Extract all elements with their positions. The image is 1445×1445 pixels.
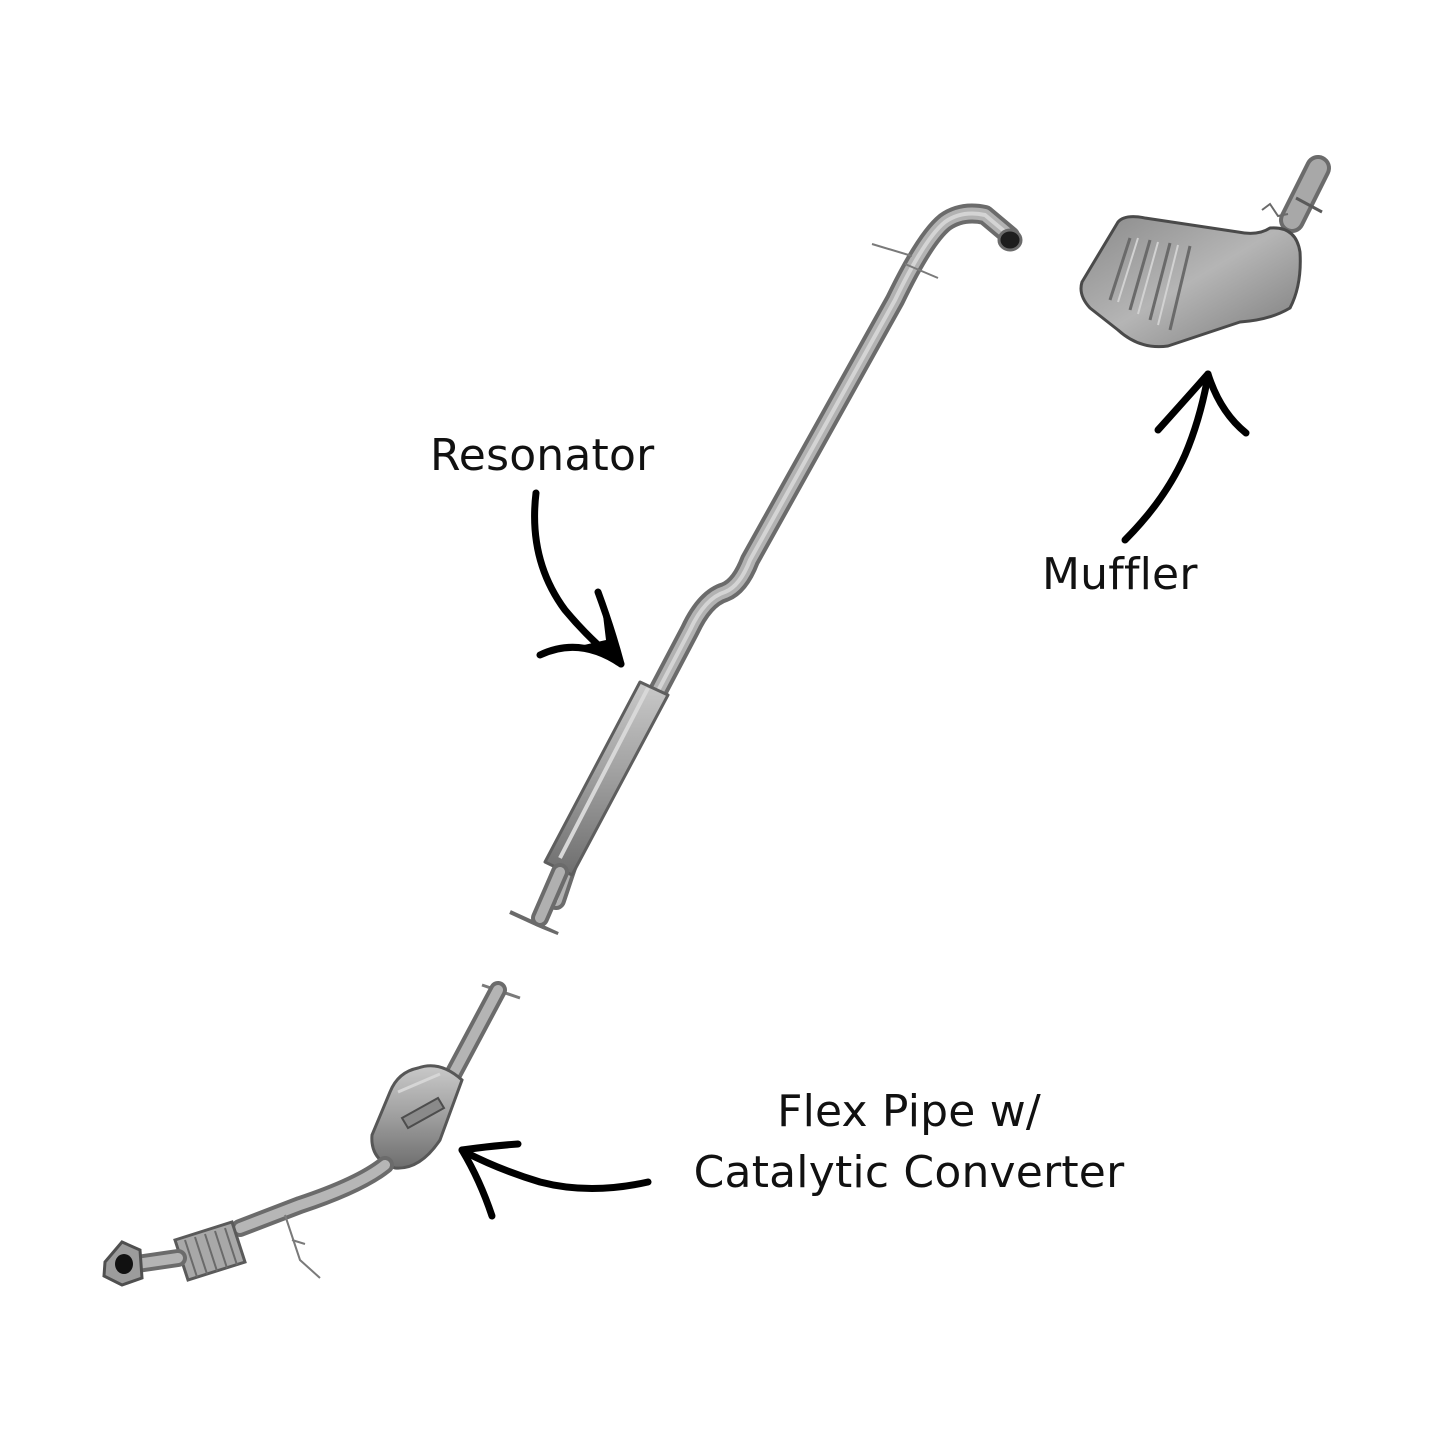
flex-pipe (102, 1220, 247, 1287)
catalytic-converter-label: Flex Pipe w/ Catalytic Converter (671, 1082, 1147, 1203)
catalytic-converter-arrow (458, 1140, 652, 1220)
catalytic-converter-section (231, 981, 521, 1279)
catalytic-converter-label-line-1: Flex Pipe w/ (777, 1086, 1041, 1137)
resonator-arrow (531, 489, 625, 668)
muffler-label: Muffler (1042, 549, 1198, 600)
muffler-arrow (1121, 370, 1250, 544)
resonator-label: Resonator (430, 430, 655, 481)
muffler-component (1079, 155, 1331, 349)
resonator-component (478, 680, 670, 1000)
tailpipe-section (546, 203, 1023, 910)
catalytic-converter-label-line-2: Catalytic Converter (693, 1146, 1125, 1198)
